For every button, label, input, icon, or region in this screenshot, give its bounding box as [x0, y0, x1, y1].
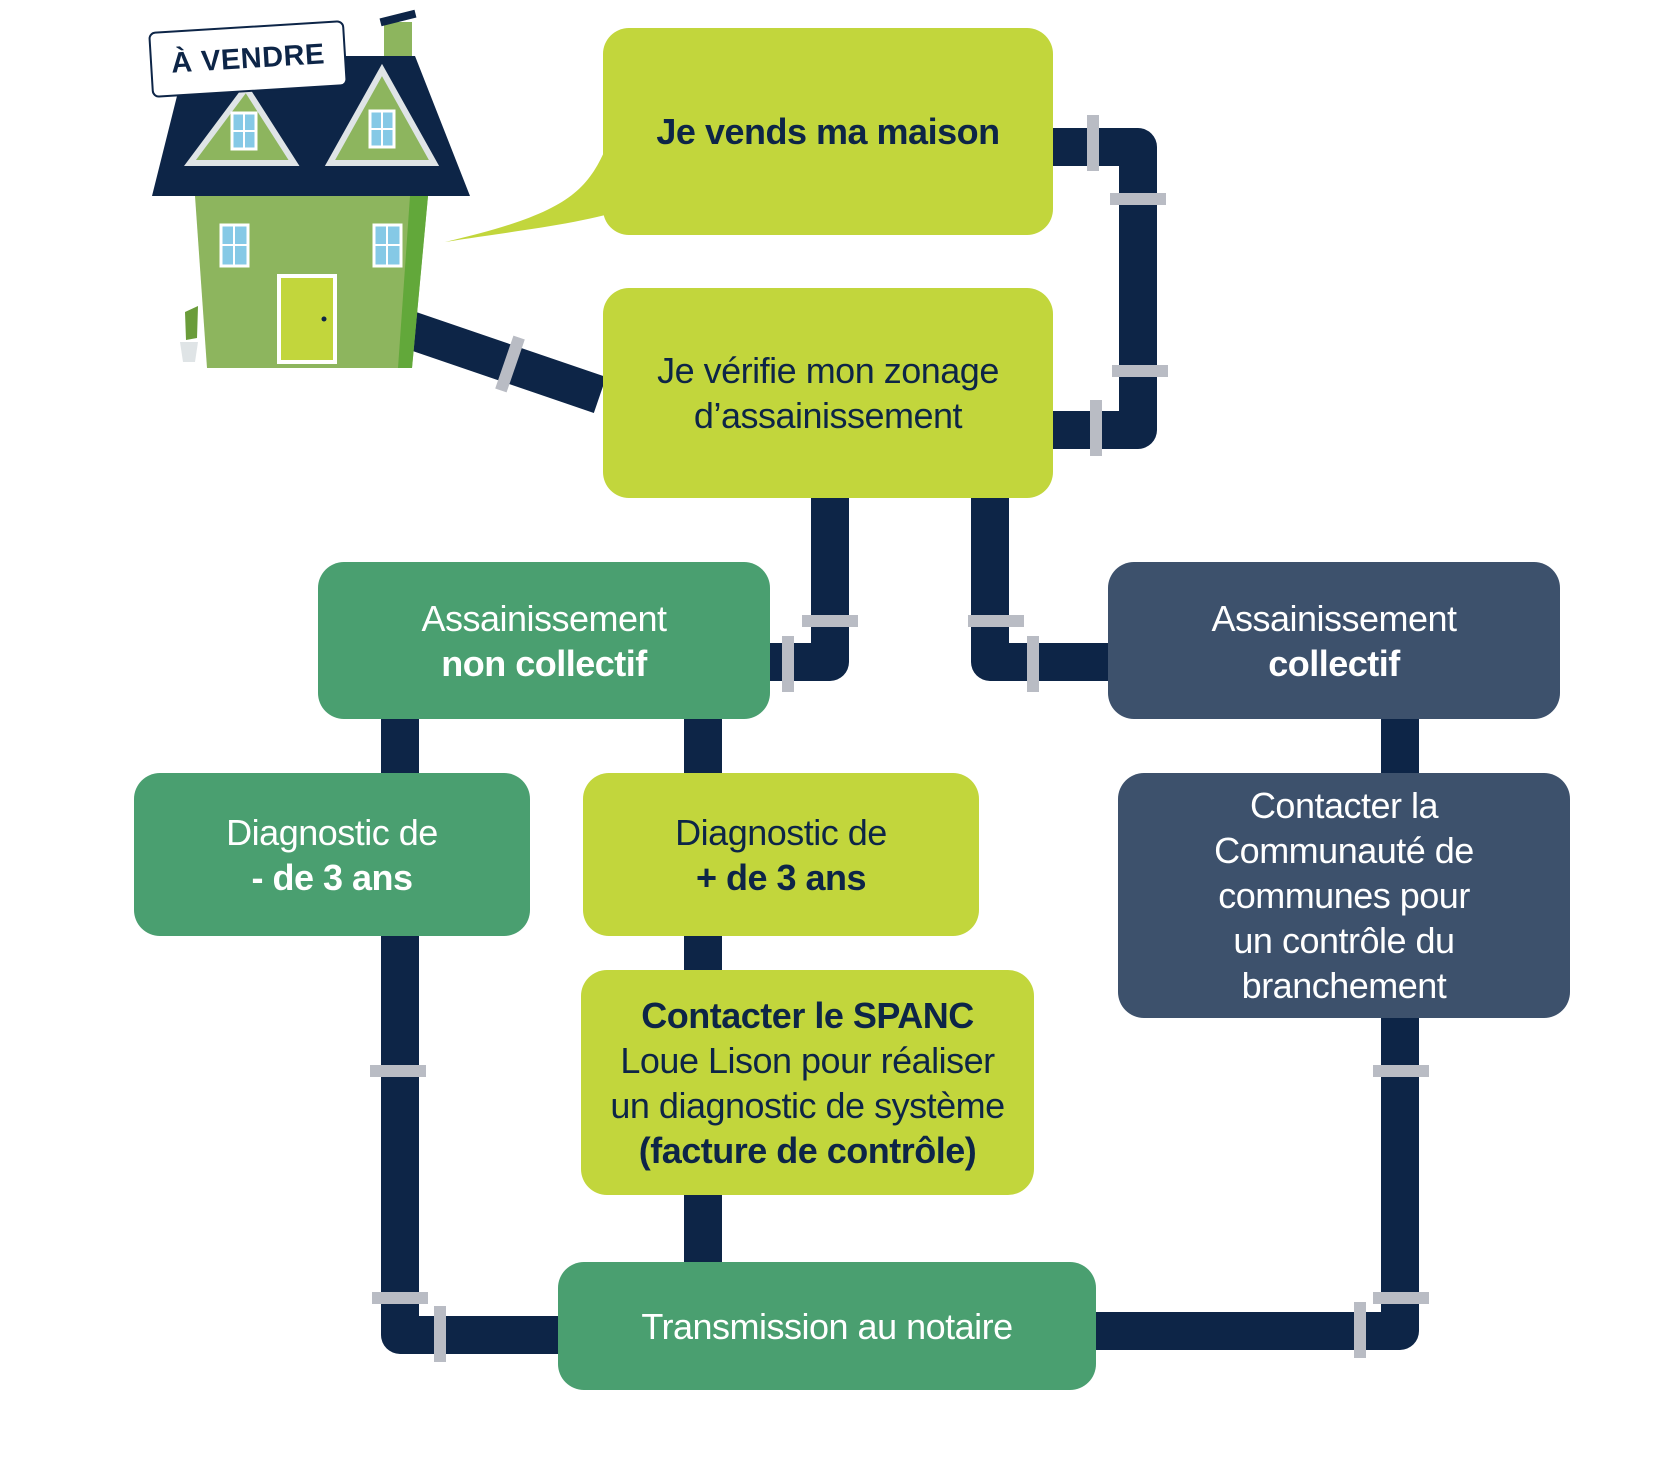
door [277, 274, 337, 364]
step-label: d’assainissement [693, 395, 963, 436]
step-label: un contrôle du [1233, 920, 1455, 961]
step-label: Je vérifie mon zonage [657, 350, 999, 391]
step-label: Communauté de [1214, 830, 1474, 871]
plant-pot [180, 342, 198, 362]
step-label: Loue Lison pour réaliser [620, 1039, 995, 1081]
step-label: un diagnostic de système [610, 1084, 1005, 1126]
step-label: Assainissement [421, 597, 667, 639]
step-label: (facture de contrôle) [638, 1129, 977, 1171]
step-contact-communaute: Contacter la Communauté de communes pour… [1118, 773, 1570, 1018]
step-collectif: Assainissement collectif [1108, 562, 1560, 719]
step-label: branchement [1241, 965, 1447, 1006]
pipe-coupling [1112, 365, 1168, 377]
step-transmission-notaire: Transmission au notaire [558, 1262, 1096, 1390]
step-label: Transmission au notaire [641, 1305, 1013, 1347]
step-non-collectif: Assainissement non collectif [318, 562, 770, 719]
pipe-diag-less-to-notaire [381, 935, 560, 1354]
pipe-coupling [1373, 1065, 1429, 1077]
step-sell-house: Je vends ma maison [603, 28, 1053, 235]
pipe-zoning-to-collectif [971, 498, 1110, 681]
step-label: Diagnostic de [226, 811, 438, 853]
pipe-coupling [370, 1065, 426, 1077]
pipe-zoning-to-non-collectif [770, 498, 849, 681]
pipe-coupling [1087, 115, 1099, 171]
step-label: communes pour [1218, 875, 1470, 916]
house-icon [152, 9, 470, 368]
step-label: Je vends ma maison [656, 111, 1000, 152]
step-label: Contacter le SPANC [641, 994, 974, 1036]
pipe-coupling [1373, 1292, 1429, 1304]
pipe-coupling [782, 636, 794, 692]
pipe-communaute-to-notaire [1095, 1015, 1419, 1350]
step-label: + de 3 ans [695, 856, 867, 898]
pipe-coupling [434, 1306, 446, 1362]
for-sale-sign-label: À VENDRE [170, 37, 326, 80]
for-sale-sign: À VENDRE [148, 20, 348, 98]
speech-bubble-tail [445, 150, 640, 242]
pipe-sell-to-zoning [1050, 128, 1157, 449]
pipe-coupling [1354, 1302, 1366, 1358]
pipe-coupling [372, 1292, 428, 1304]
pipe-coupling [495, 335, 525, 393]
step-label: Contacter la [1249, 785, 1439, 826]
step-diagnostic-more-3-years: Diagnostic de + de 3 ans [583, 773, 979, 936]
step-label: collectif [1268, 642, 1400, 684]
step-label: non collectif [441, 642, 647, 684]
pipe-coupling [1027, 636, 1039, 692]
plant [185, 306, 198, 340]
step-label: Assainissement [1211, 597, 1457, 639]
step-check-zoning: Je vérifie mon zonage d’assainissement [603, 288, 1053, 498]
pipe-coupling [802, 615, 858, 627]
step-label: - de 3 ans [251, 856, 413, 898]
pipe-coupling [1110, 193, 1166, 205]
step-label: Diagnostic de [675, 811, 887, 853]
chimney [384, 22, 412, 62]
pipe-coupling [968, 615, 1024, 627]
step-contact-spanc: Contacter le SPANC Loue Lison pour réali… [581, 970, 1034, 1195]
pipe-coupling [1090, 400, 1102, 456]
step-diagnostic-less-3-years: Diagnostic de - de 3 ans [134, 773, 530, 936]
